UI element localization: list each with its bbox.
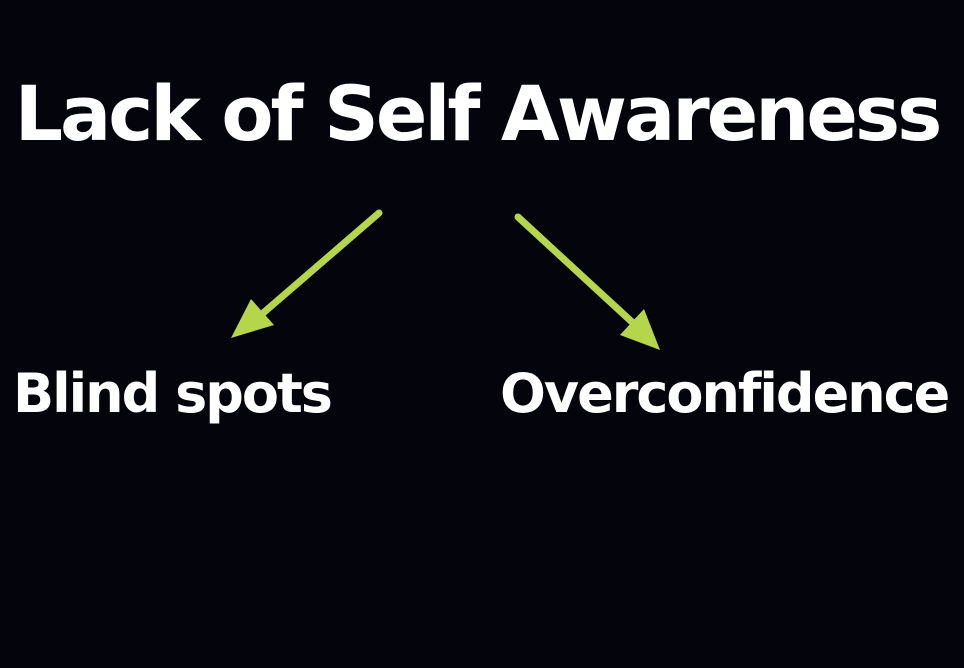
branch-blind-spots: Blind spots — [13, 362, 333, 425]
branch-overconfidence: Overconfidence — [500, 362, 950, 425]
arrow-left-head — [231, 299, 274, 338]
diagram-title: Lack of Self Awareness — [14, 69, 943, 158]
arrow-left — [231, 209, 383, 338]
arrow-right-head — [620, 309, 660, 350]
arrow-left-shaft — [258, 209, 383, 318]
arrow-right — [514, 213, 660, 350]
arrow-right-shaft — [514, 213, 636, 326]
